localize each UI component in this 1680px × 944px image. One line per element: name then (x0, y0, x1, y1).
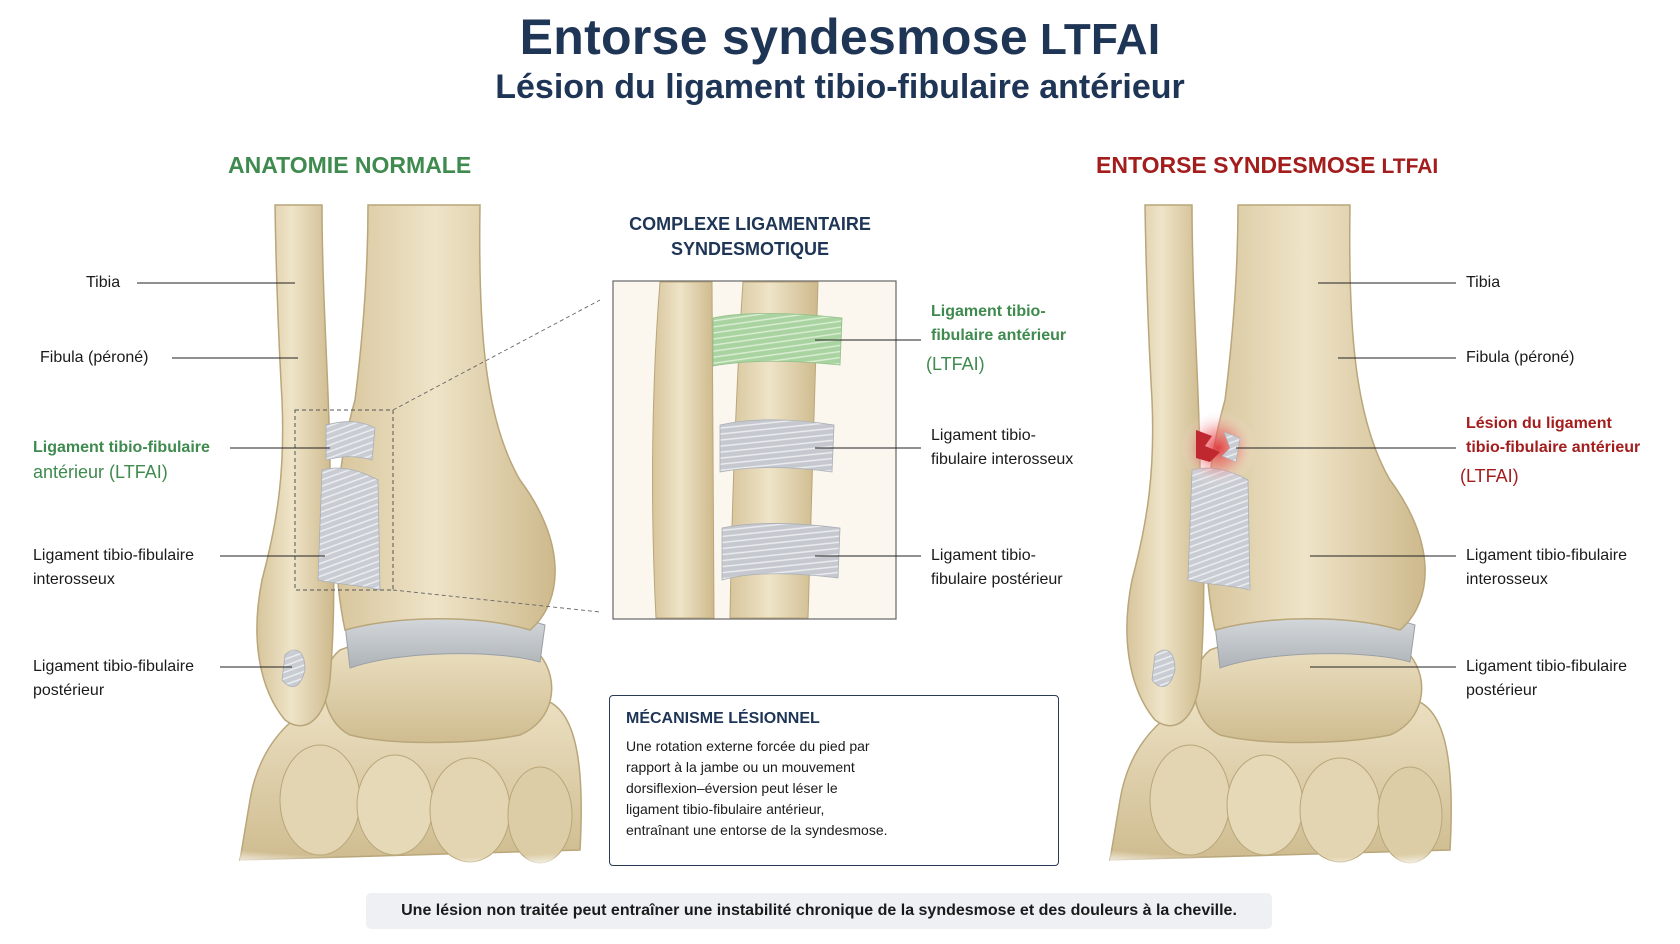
left-ankle-drawing (239, 204, 601, 870)
mechanism-line: ligament tibio-fibulaire antérieur, (626, 801, 825, 817)
title-tag: LTFAI (1039, 15, 1161, 64)
right-leader-lines (1236, 282, 1456, 668)
right-label-lesion: Lésion du ligament tibio-fibulaire antér… (1460, 412, 1641, 488)
right-label-lesion-line1: Lésion du ligament (1466, 415, 1612, 432)
right-label-lesion-line2: tibio-fibulaire antérieur (1466, 439, 1641, 456)
inset-title: COMPLEXE LIGAMENTAIRE SYNDESMOTIQUE (600, 212, 900, 262)
normal-anatomy-title: ANATOMIE NORMALE (228, 152, 472, 178)
sprain-title-tag: LTFAI (1381, 155, 1439, 178)
left-label-posterior: Ligament tibio-fibulaire postérieur (33, 655, 194, 703)
lesion-glow (1180, 410, 1256, 486)
inset-label-ltfai-line3: (LTFAI) (926, 354, 985, 374)
right-ankle-drawing (1109, 204, 1460, 870)
left-label-fibula: Fibula (péroné) (40, 349, 149, 366)
right-label-tibia: Tibia (1466, 274, 1501, 291)
right-label-posterior-line2: postérieur (1466, 682, 1538, 699)
right-label-interosseous-line2: interosseux (1466, 571, 1548, 588)
inset-label-interosseous: Ligament tibio- fibulaire interosseux (931, 424, 1073, 472)
inset-leader-lines (815, 339, 921, 557)
left-label-interosseous-line2: interosseux (33, 571, 115, 588)
inset-label-posterior: Ligament tibio- fibulaire postérieur (931, 544, 1063, 592)
inset-label-ltfai: Ligament tibio- fibulaire antérieur (LTF… (926, 300, 1067, 376)
page-subtitle: Lésion du ligament tibio-fibulaire antér… (495, 68, 1185, 106)
mechanism-title: MÉCANISME LÉSIONNEL (626, 710, 820, 727)
left-label-ltfai-line2: antérieur (LTFAI) (33, 462, 168, 482)
right-label-interosseous-line1: Ligament tibio-fibulaire (1466, 547, 1627, 564)
inset-label-interosseous-line1: Ligament tibio- (931, 427, 1036, 444)
left-leader-lines (137, 282, 330, 668)
right-label-lesion-line3: (LTFAI) (1460, 466, 1519, 486)
footer-note: Une lésion non traitée peut entraîner un… (366, 893, 1272, 929)
left-label-ltfai: Ligament tibio-fibulaire antérieur (LTFA… (33, 436, 210, 484)
right-label-posterior-line1: Ligament tibio-fibulaire (1466, 658, 1627, 675)
mechanism-line: dorsiflexion–éversion peut léser le (626, 780, 838, 796)
inset-label-interosseous-line2: fibulaire interosseux (931, 451, 1074, 468)
inset-label-posterior-line1: Ligament tibio- (931, 547, 1036, 564)
mechanism-text: Une rotation externe forcée du pied par … (626, 736, 916, 841)
inset-title-line1: COMPLEXE LIGAMENTAIRE (629, 214, 871, 234)
inset-label-ltfai-line1: Ligament tibio- (931, 303, 1046, 320)
right-label-posterior: Ligament tibio-fibulaire postérieur (1466, 655, 1627, 703)
inset-label-ltfai-line2: fibulaire antérieur (931, 327, 1067, 344)
mechanism-line: entraînant une entorse de la syndesmose. (626, 822, 888, 838)
left-label-posterior-line2: postérieur (33, 682, 105, 699)
mechanism-line: Une rotation externe forcée du pied par (626, 738, 870, 754)
left-label-interosseous: Ligament tibio-fibulaire interosseux (33, 544, 194, 592)
left-label-posterior-line1: Ligament tibio-fibulaire (33, 658, 194, 675)
inset-label-posterior-line2: fibulaire postérieur (931, 571, 1063, 588)
mechanism-box (609, 695, 1059, 866)
inset-title-line2: SYNDESMOTIQUE (670, 239, 830, 259)
right-label-fibula: Fibula (péroné) (1466, 349, 1575, 366)
right-label-interosseous: Ligament tibio-fibulaire interosseux (1466, 544, 1627, 592)
left-label-interosseous-line1: Ligament tibio-fibulaire (33, 547, 194, 564)
mechanism-line: rapport à la jambe ou un mouvement (626, 759, 855, 775)
left-label-ltfai-line1: Ligament tibio-fibulaire (33, 439, 210, 456)
syndesmosis-inset (612, 280, 897, 620)
left-label-tibia: Tibia (86, 274, 121, 291)
